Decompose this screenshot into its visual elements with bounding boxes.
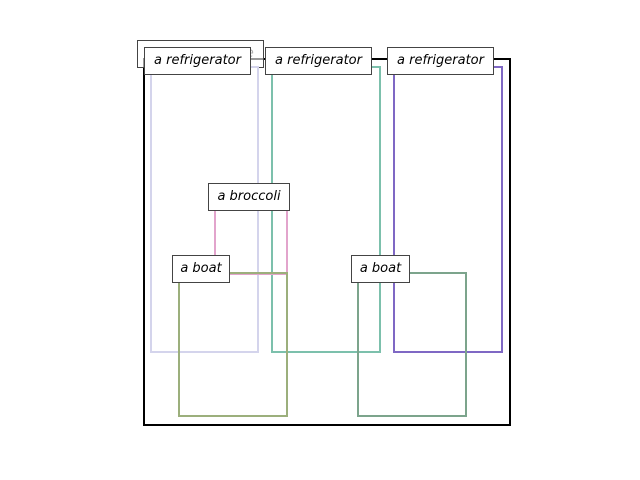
label-boat-2: a boat [351,255,410,283]
label-refrigerator-1: a refrigerator [144,47,251,75]
label-boat-1: a boat [172,255,230,283]
label-broccoli: a broccoli [208,183,290,211]
label-refrigerator-2: a refrigerator [265,47,372,75]
label-refrigerator-3: a refrigerator [387,47,494,75]
bounding-box-boat-2 [357,272,467,417]
bounding-box-boat-1 [178,272,288,417]
